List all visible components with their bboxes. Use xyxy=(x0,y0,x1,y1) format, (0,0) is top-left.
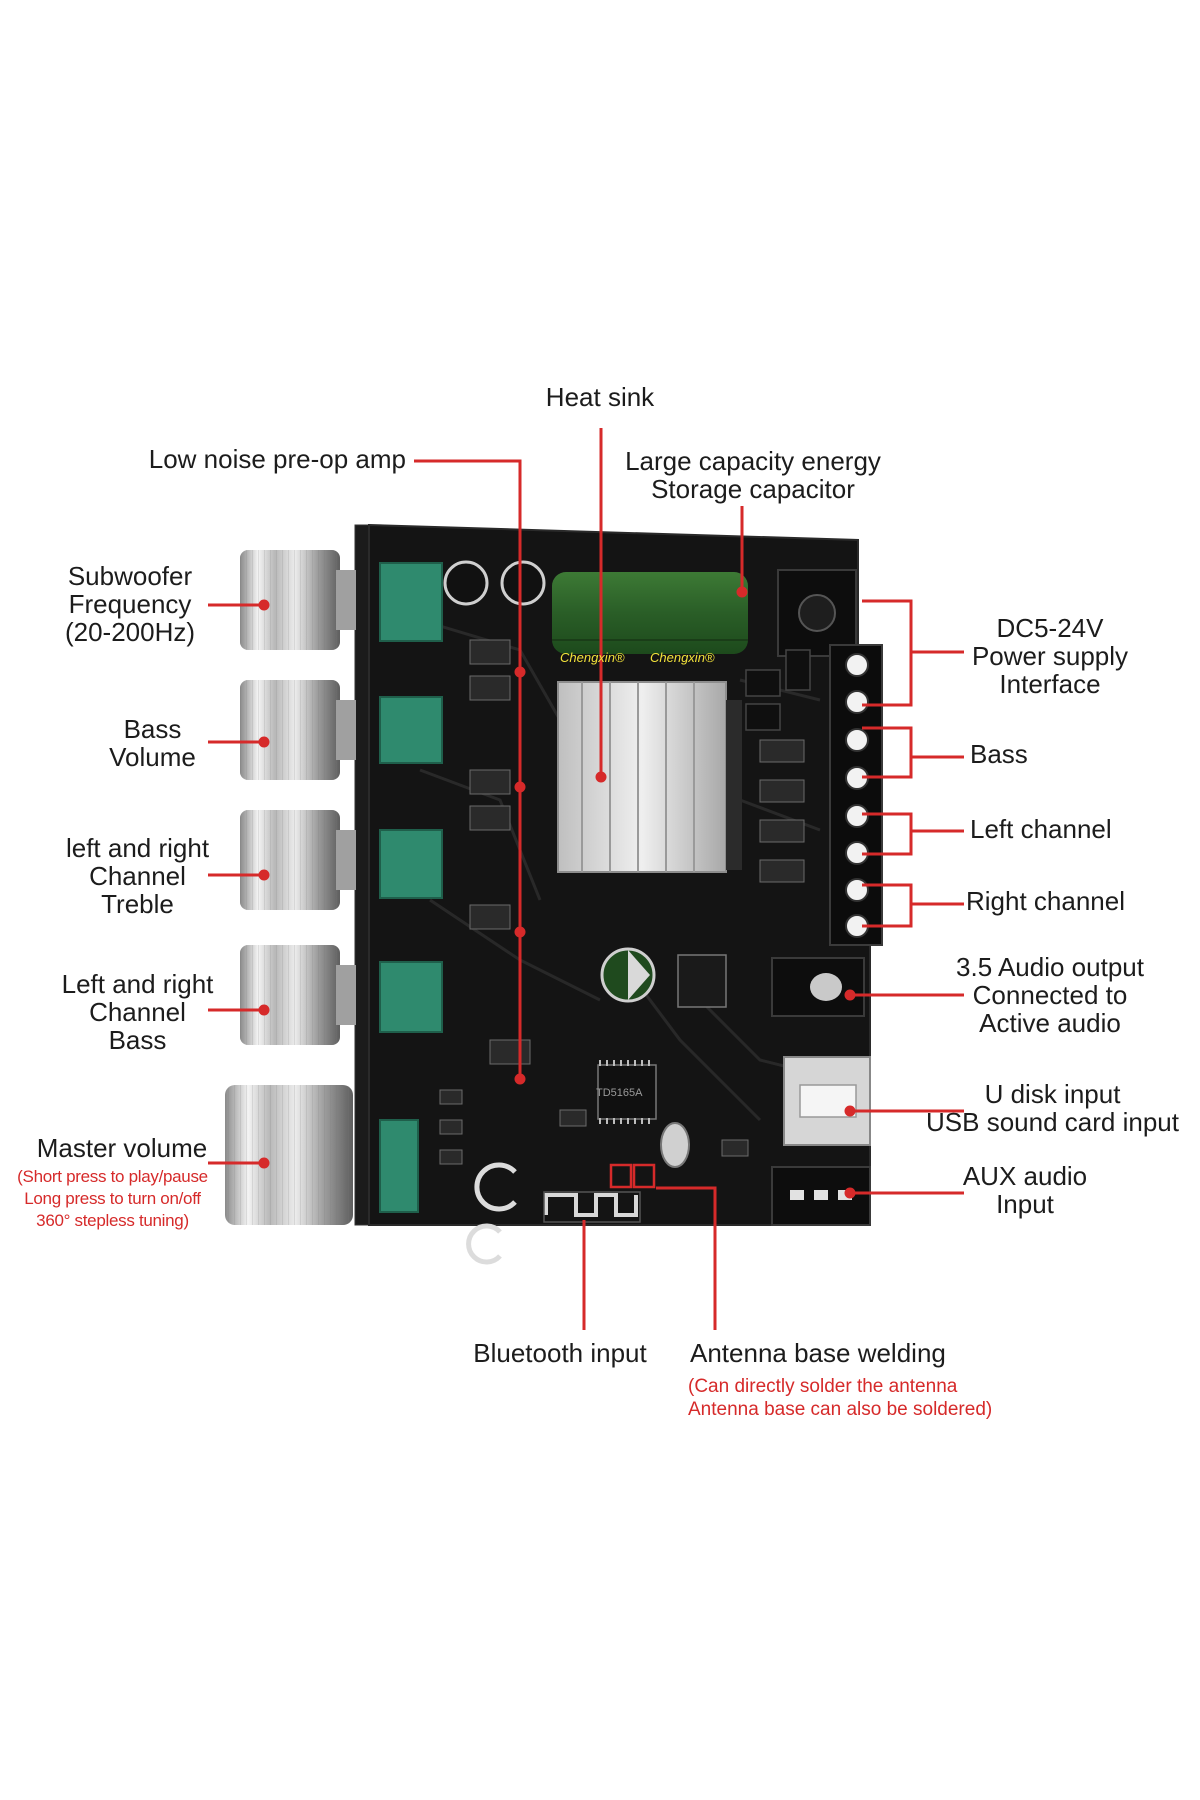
center-capacitor xyxy=(600,947,656,1003)
label-antenna: Antenna base welding xyxy=(690,1338,946,1368)
bass-volume-knob xyxy=(240,680,356,780)
knob-group xyxy=(225,550,356,1225)
heat-sink xyxy=(557,681,742,873)
usb-port xyxy=(783,1056,871,1146)
label-treble: left and right Channel Treble xyxy=(65,833,210,919)
label-aux: AUX audio Input xyxy=(962,1161,1088,1219)
leader-lines xyxy=(208,428,964,1330)
pot-4 xyxy=(379,961,443,1033)
label-bass: Bass xyxy=(970,739,1028,769)
aux-jack xyxy=(771,1166,871,1226)
dc-jack xyxy=(777,569,857,657)
storage-capacitor xyxy=(552,572,748,654)
pot-1 xyxy=(379,562,443,642)
label-dc-power: DC5-24V Power supply Interface xyxy=(971,613,1129,699)
cap-brand-1: Chengxin® xyxy=(560,650,625,665)
label-u-disk: U disk input USB sound card input xyxy=(926,1079,1179,1137)
antenna-pads xyxy=(609,1163,656,1189)
crystal xyxy=(660,1122,690,1168)
label-capacitor: Large capacity energy Storage capacitor xyxy=(625,446,881,504)
label-antenna-note: (Can directly solder the antenna Antenna… xyxy=(688,1376,993,1420)
label-bluetooth: Bluetooth input xyxy=(473,1338,647,1368)
label-master-note: (Short press to play/pause Long press to… xyxy=(17,1167,208,1230)
label-audio-output: 3.5 Audio output Connected to Active aud… xyxy=(956,952,1144,1038)
treble-knob xyxy=(240,810,356,910)
label-right-channel: Right channel xyxy=(966,886,1125,916)
cap-brand-2: Chengxin® xyxy=(650,650,715,665)
lr-bass-knob xyxy=(240,945,356,1045)
label-left-channel: Left channel xyxy=(970,814,1112,844)
audio-output-jack xyxy=(771,957,865,1017)
front-panel xyxy=(354,524,370,1226)
pot-2 xyxy=(379,696,443,764)
screw-terminals xyxy=(829,644,883,946)
subwoofer-frequency-knob xyxy=(240,550,356,650)
label-bass-volume: Bass Volume xyxy=(109,714,196,772)
chip-text: TD5165A xyxy=(596,1087,643,1099)
pot-5 xyxy=(379,1119,419,1213)
label-lr-bass: Left and right Channel Bass xyxy=(61,969,214,1055)
master-volume-knob xyxy=(225,1085,353,1225)
label-low-noise-preop: Low noise pre-op amp xyxy=(148,444,406,474)
small-capacitors xyxy=(443,560,546,606)
pot-3 xyxy=(379,829,443,899)
label-subwoofer-frequency: Subwoofer Frequency (20-200Hz) xyxy=(64,561,196,647)
label-master-volume: Master volume xyxy=(36,1133,208,1163)
label-heat-sink: Heat sink xyxy=(545,382,655,412)
decoder-chip xyxy=(597,1060,657,1124)
ce-mark xyxy=(466,1162,517,1265)
bluetooth-antenna-trace xyxy=(544,1193,638,1217)
